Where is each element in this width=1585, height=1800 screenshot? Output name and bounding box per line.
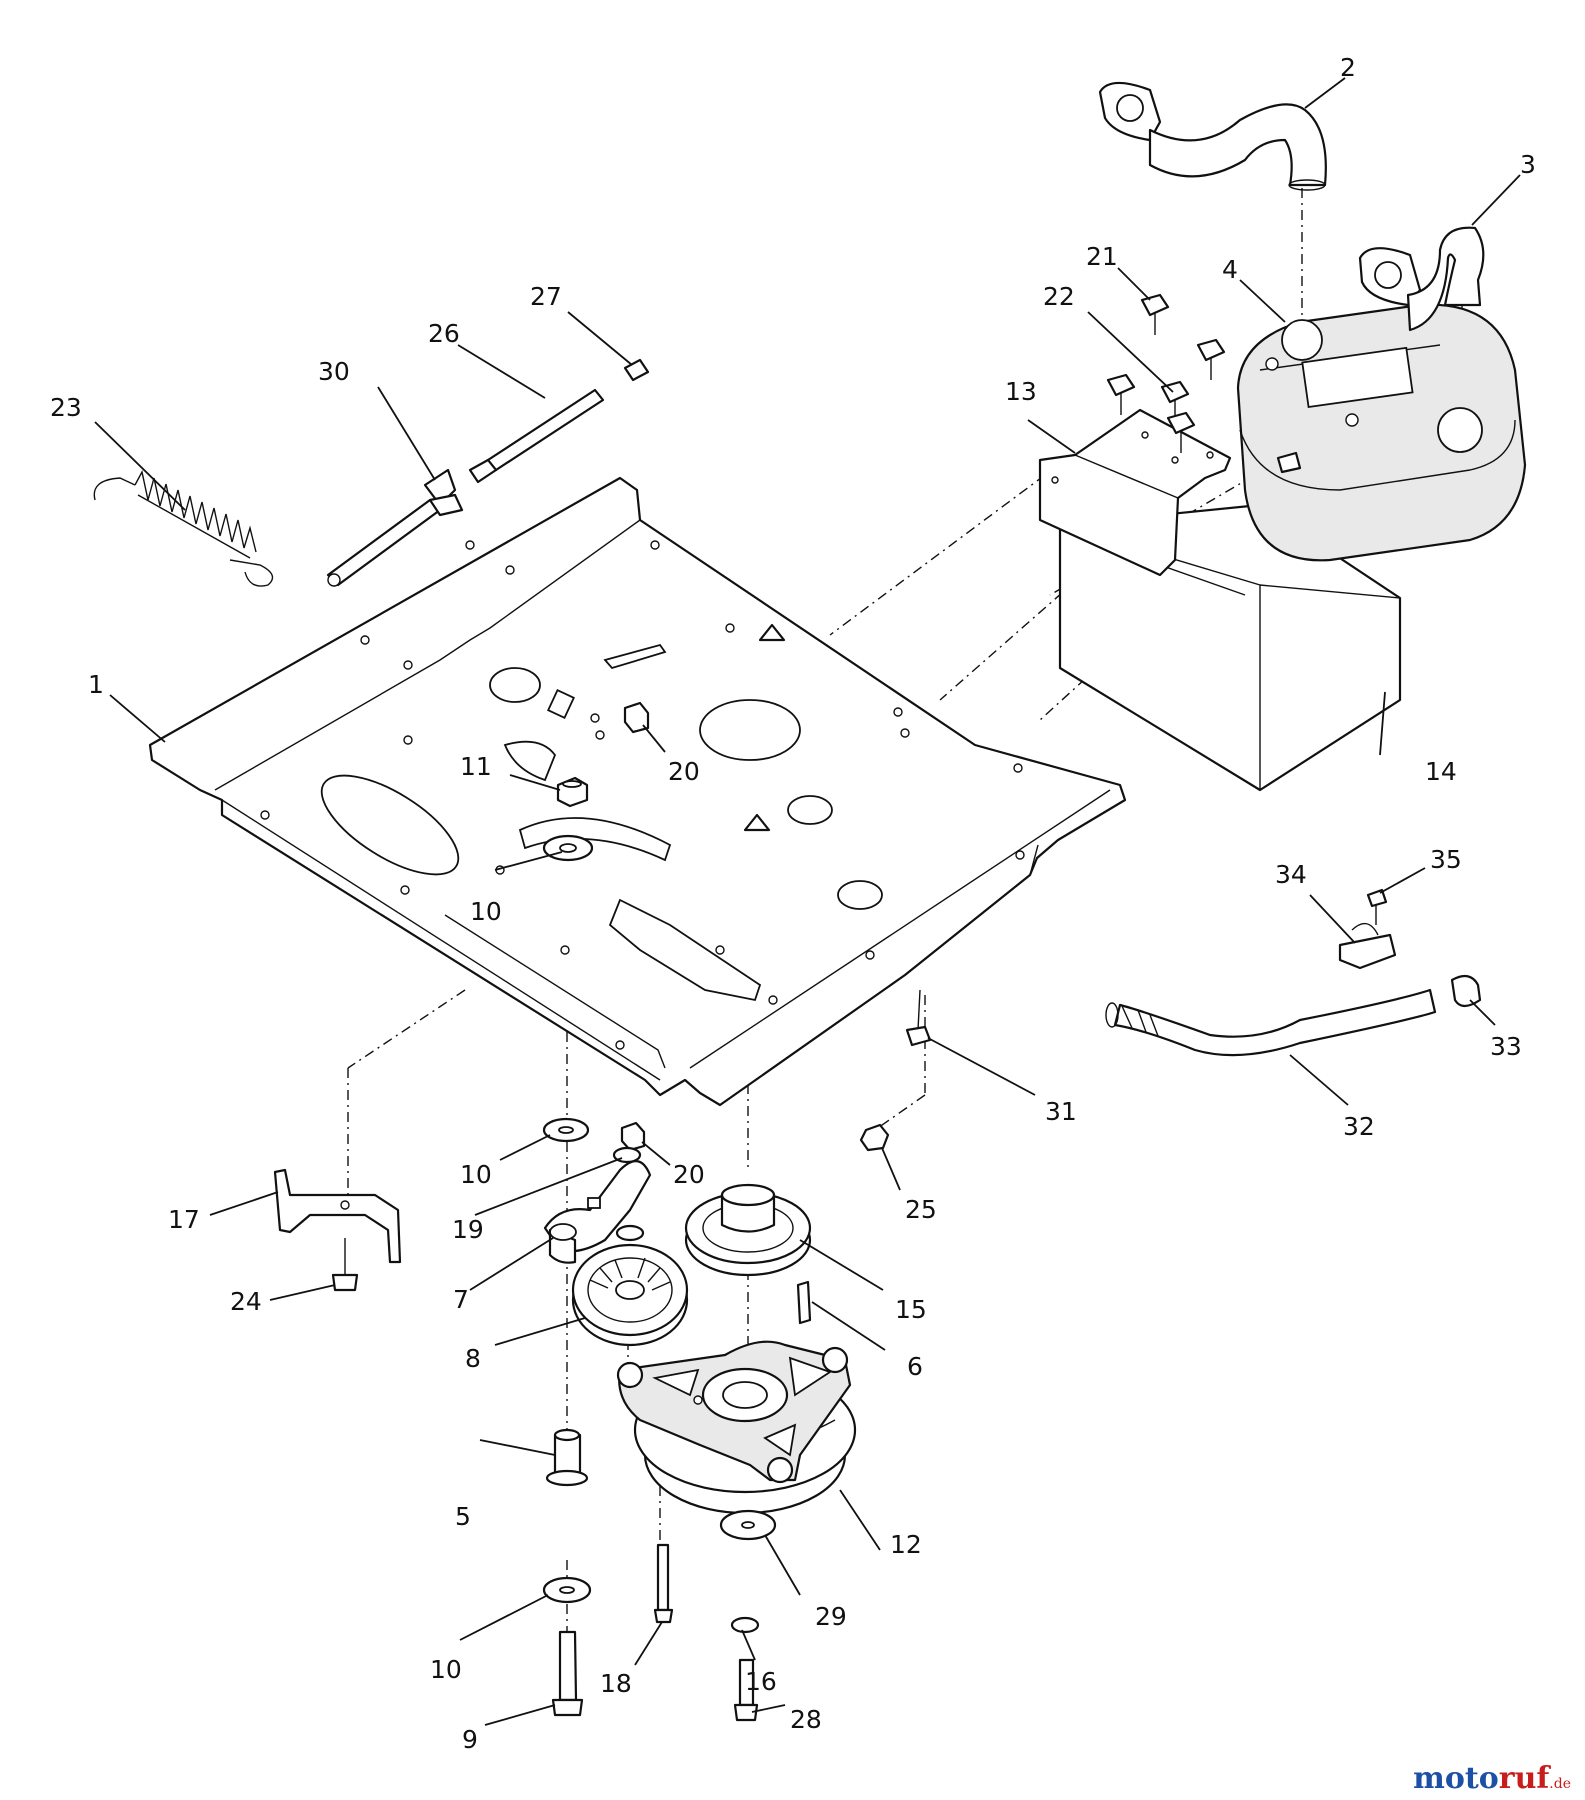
extension-spring-part-23 — [93, 469, 274, 587]
bolt-part-9 — [551, 1630, 584, 1717]
washer-part-10-upper — [542, 834, 594, 862]
valve-rod-part-30 — [326, 468, 464, 587]
spacer-bushing-part-5 — [545, 1428, 589, 1487]
callout-2: 2 — [1340, 53, 1356, 82]
callout-20-lower: 20 — [673, 1160, 705, 1189]
callout-10-lower: 10 — [430, 1655, 462, 1684]
callout-25: 25 — [905, 1195, 937, 1224]
bolt-part-35 — [1366, 888, 1388, 925]
callout-26: 26 — [428, 319, 460, 348]
callout-22: 22 — [1043, 282, 1075, 311]
hose-part-32 — [1105, 988, 1437, 1057]
washer-part-29 — [719, 1509, 777, 1541]
clamp-part-34 — [1338, 922, 1397, 970]
callout-29: 29 — [815, 1602, 847, 1631]
washer-part-16 — [730, 1616, 760, 1634]
pto-clutch-part-12 — [616, 1340, 857, 1515]
watermark-part-b: ruf — [1498, 1761, 1550, 1796]
callout-8: 8 — [465, 1344, 481, 1373]
callout-34: 34 — [1275, 860, 1307, 889]
callout-3: 3 — [1520, 150, 1536, 179]
rod-part-26 — [468, 388, 605, 484]
watermark-part-a: moto — [1413, 1761, 1499, 1796]
callout-24: 24 — [230, 1287, 262, 1316]
washer-part-10-lower-b — [542, 1576, 592, 1604]
idler-arm-part-7 — [543, 1160, 652, 1264]
callout-10-mid: 10 — [460, 1160, 492, 1189]
callout-27: 27 — [530, 282, 562, 311]
nut-part-25 — [859, 1123, 890, 1152]
nut-part-20-lower — [620, 1121, 646, 1152]
watermark-part-c: .de — [1549, 1776, 1571, 1792]
callout-12: 12 — [890, 1530, 922, 1559]
callout-20-upper: 20 — [668, 757, 700, 786]
leader-lines — [94, 77, 1521, 1726]
motoruf-watermark: motoruf.de — [1413, 1761, 1571, 1796]
callout-31: 31 — [1045, 1097, 1077, 1126]
callout-13: 13 — [1005, 377, 1037, 406]
hex-bolts-parts-21-22 — [1106, 293, 1302, 474]
bolt-part-31 — [905, 989, 932, 1047]
callout-7: 7 — [453, 1285, 469, 1314]
drive-pulley-part-15 — [684, 1183, 812, 1277]
callout-30: 30 — [318, 357, 350, 386]
callout-16: 16 — [745, 1667, 777, 1696]
callout-numbers: 1 2 3 4 5 6 7 8 9 10 10 10 10 11 12 13 1… — [50, 53, 1536, 1754]
bracket-part-17 — [273, 1168, 402, 1264]
callout-18: 18 — [600, 1669, 632, 1698]
exhaust-pipe-part-2 — [1098, 81, 1327, 191]
callout-28: 28 — [790, 1705, 822, 1734]
callout-32: 32 — [1343, 1112, 1375, 1141]
cap-part-33 — [1450, 974, 1482, 1008]
callout-21: 21 — [1086, 242, 1118, 271]
washer-part-10-lower-a — [542, 1117, 590, 1143]
callout-6: 6 — [907, 1352, 923, 1381]
callout-10-upper: 10 — [470, 897, 502, 926]
muffler-part-4 — [1236, 303, 1527, 562]
lock-nut-part-11 — [556, 776, 589, 808]
mounting-bracket-part-13 — [1038, 408, 1232, 577]
callout-33: 33 — [1490, 1032, 1522, 1061]
callout-11: 11 — [460, 752, 492, 781]
nut-part-20-upper — [623, 701, 650, 734]
callout-23: 23 — [50, 393, 82, 422]
bolt-part-24 — [331, 1238, 359, 1292]
callout-35: 35 — [1430, 845, 1462, 874]
bolt-part-18 — [653, 1543, 674, 1624]
callout-17: 17 — [168, 1205, 200, 1234]
callout-15: 15 — [895, 1295, 927, 1324]
exhaust-pipe-part-3 — [1358, 226, 1485, 332]
mounting-plate-part-1 — [148, 476, 1127, 1107]
washer-part-small — [615, 1224, 645, 1242]
callout-9: 9 — [462, 1725, 478, 1754]
key-part-6 — [796, 1280, 812, 1325]
idler-pulley-part-8 — [571, 1243, 689, 1347]
callout-5: 5 — [455, 1502, 471, 1531]
callout-19: 19 — [452, 1215, 484, 1244]
callout-4: 4 — [1222, 255, 1238, 284]
callout-1: 1 — [88, 670, 104, 699]
bolt-part-28 — [733, 1658, 759, 1722]
callout-14: 14 — [1425, 757, 1457, 786]
